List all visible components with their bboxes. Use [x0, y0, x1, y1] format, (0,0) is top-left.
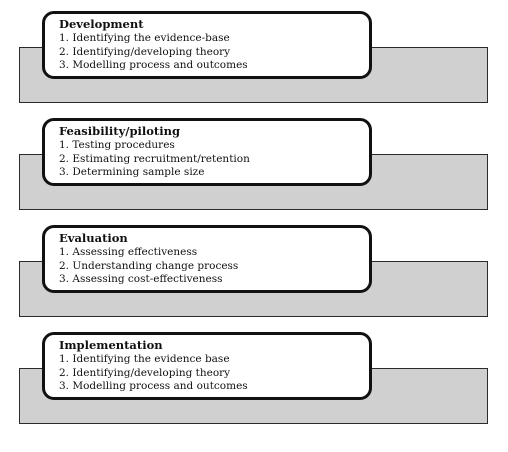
stage-item-list: 1. Assessing effectiveness 2. Understand… — [59, 246, 369, 287]
stage-item: 2. Identifying/developing theory — [59, 45, 231, 58]
stage-item: 3. Modelling process and outcomes — [59, 380, 248, 392]
stage-item: 2. Identifying/developing theory — [59, 366, 231, 379]
stage-item: 1. Identifying the evidence base — [59, 353, 230, 365]
stage-item-list: 1. Identifying the evidence-base 2. Iden… — [59, 32, 369, 73]
stage-evaluation: Evaluation 1. Assessing effectiveness 2.… — [0, 225, 508, 335]
stage-implementation: Implementation 1. Identifying the eviden… — [0, 332, 508, 442]
stage-item: 1. Identifying the evidence-base — [59, 32, 230, 44]
stage-item: 3. Modelling process and outcomes — [59, 59, 248, 71]
stage-item-list: 1. Identifying the evidence base 2. Iden… — [59, 353, 369, 394]
stage-item: 1. Assessing effectiveness — [59, 246, 198, 258]
stage-item: 3. Determining sample size — [59, 166, 205, 178]
stage-item: 2. Estimating recruitment/retention — [59, 152, 250, 165]
stage-card: Evaluation 1. Assessing effectiveness 2.… — [42, 225, 372, 293]
stage-item: 2. Understanding change process — [59, 259, 239, 272]
stage-feasibility-piloting: Feasibility/piloting 1. Testing procedur… — [0, 118, 508, 228]
stage-title: Implementation — [59, 338, 163, 352]
stage-title: Feasibility/piloting — [59, 124, 181, 138]
stage-card: Feasibility/piloting 1. Testing procedur… — [42, 118, 372, 186]
stage-title: Evaluation — [59, 231, 128, 245]
stage-card: Development 1. Identifying the evidence-… — [42, 11, 372, 79]
stage-item: 1. Testing procedures — [59, 139, 175, 151]
stage-item: 3. Assessing cost-effectiveness — [59, 273, 223, 285]
stage-card: Implementation 1. Identifying the eviden… — [42, 332, 372, 400]
stage-development: Development 1. Identifying the evidence-… — [0, 11, 508, 121]
stage-item-list: 1. Testing procedures 2. Estimating recr… — [59, 139, 369, 180]
stage-title: Development — [59, 17, 144, 31]
